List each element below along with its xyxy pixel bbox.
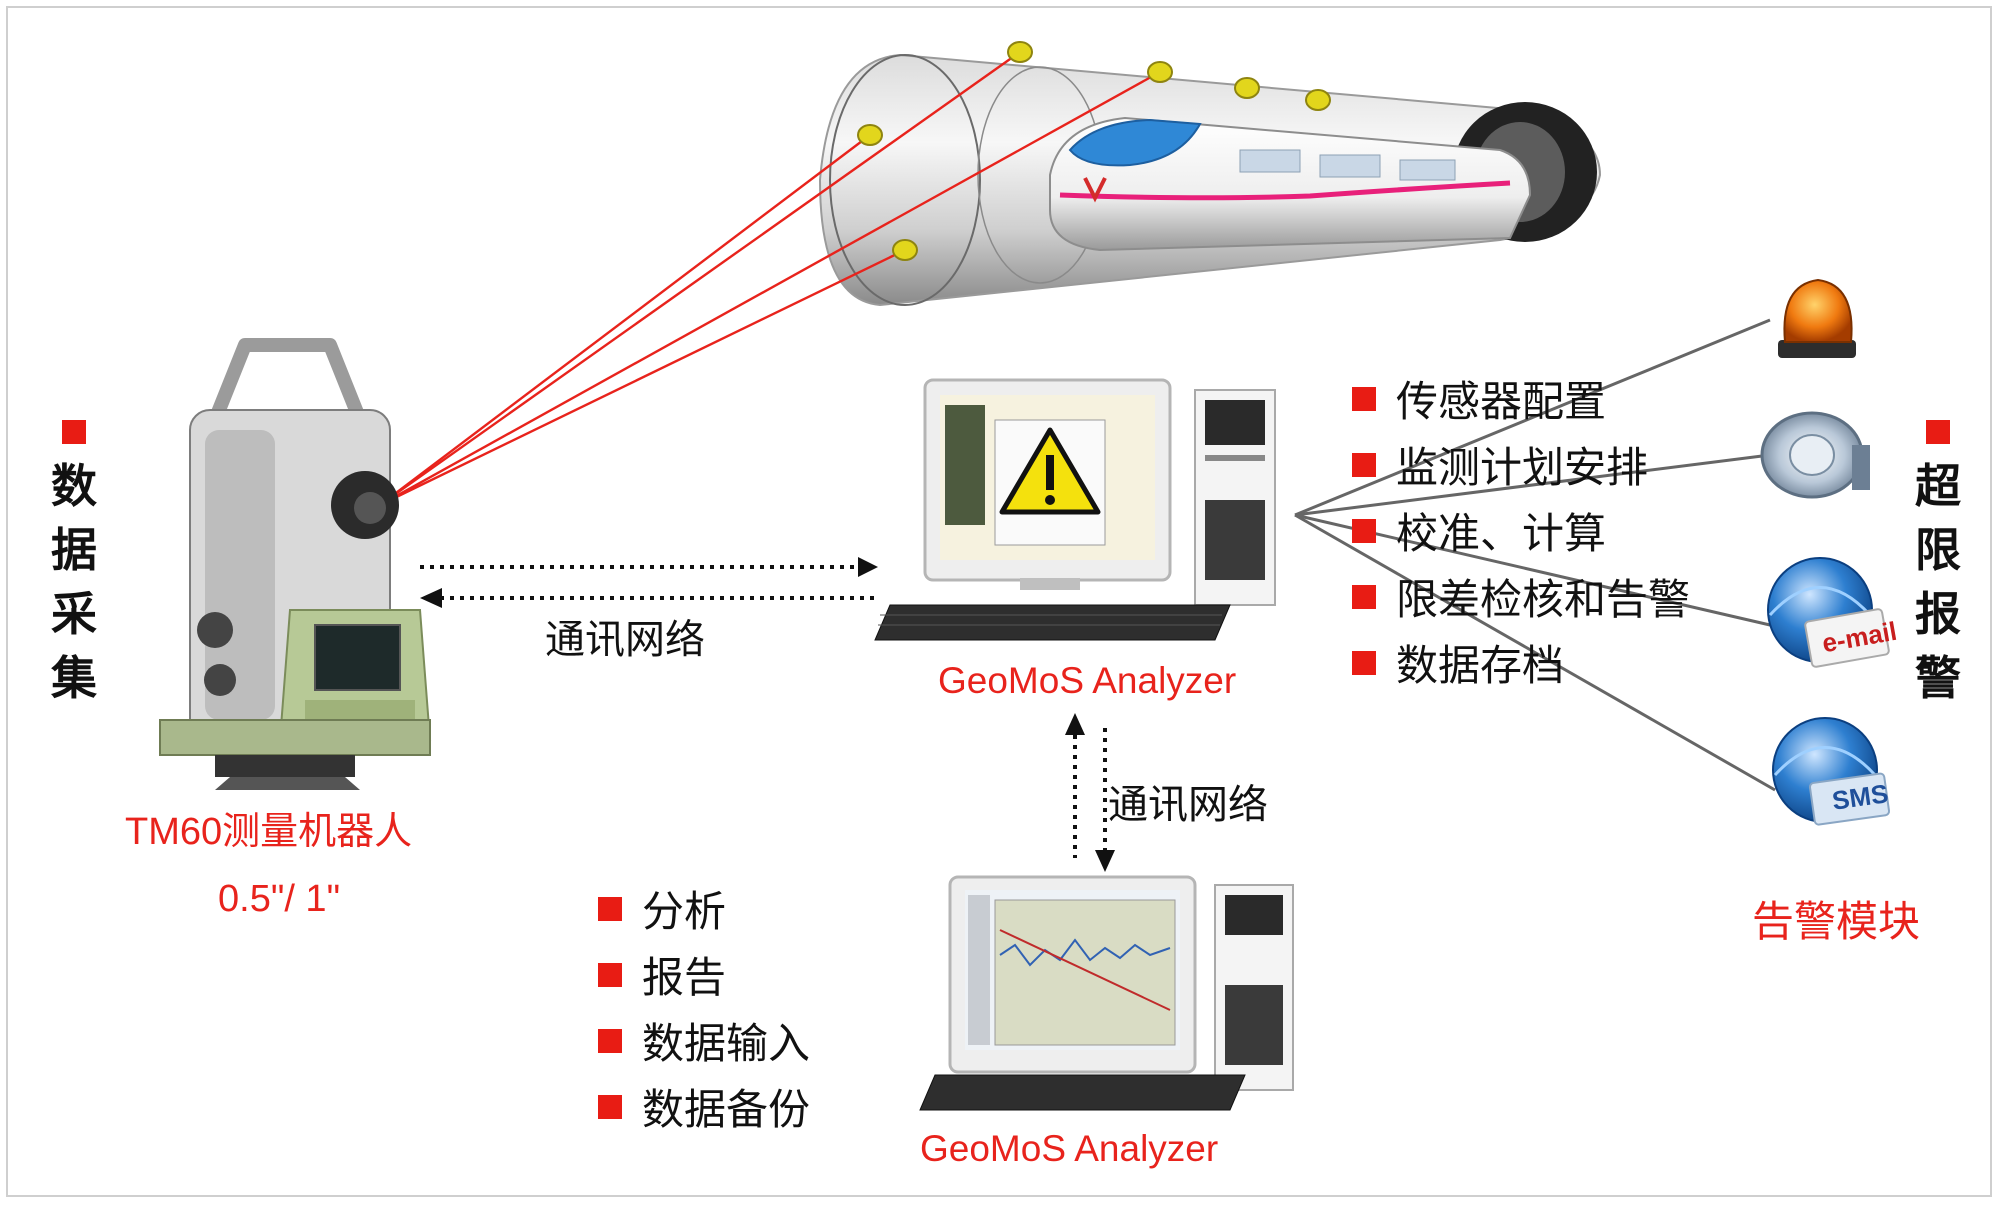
robot-name: TM60测量机器人 bbox=[125, 800, 412, 855]
arrowhead-right bbox=[858, 557, 878, 577]
label-char: 集 bbox=[44, 646, 104, 710]
analyzer-top-label: GeoMoS Analyzer bbox=[938, 660, 1236, 702]
computer-bottom-illustration bbox=[920, 877, 1293, 1110]
beacon-icon bbox=[1778, 280, 1856, 358]
function-item: 报告 bbox=[598, 944, 726, 1005]
label-char: 据 bbox=[44, 518, 104, 582]
arrowhead-down bbox=[1095, 850, 1115, 872]
function-item-text: 限差检核和告警 bbox=[1396, 566, 1690, 627]
bullet-square bbox=[1352, 519, 1376, 543]
bullet-square bbox=[1352, 585, 1376, 609]
arrowhead-left bbox=[420, 588, 442, 608]
bullet-square bbox=[62, 420, 86, 444]
bullet-square bbox=[598, 1095, 622, 1119]
over-limit-alarm-label: 超 限 报 警 bbox=[1908, 420, 1968, 710]
bullet-square bbox=[1352, 651, 1376, 675]
alarm-module-label: 告警模块 bbox=[1752, 888, 1920, 949]
function-item-text: 数据输入 bbox=[642, 1010, 810, 1071]
function-item-text: 分析 bbox=[642, 878, 726, 939]
network-label-vertical: 通讯网络 bbox=[1108, 772, 1268, 830]
function-item-text: 数据存档 bbox=[1396, 632, 1564, 693]
siren-icon bbox=[1762, 413, 1870, 497]
tunnel-illustration bbox=[820, 55, 1600, 305]
function-item-text: 数据备份 bbox=[642, 1076, 810, 1137]
horizontal-network-arrows bbox=[420, 567, 880, 598]
computer-top-illustration bbox=[875, 380, 1275, 640]
label-char: 限 bbox=[1908, 518, 1968, 582]
label-char: 采 bbox=[44, 582, 104, 646]
function-item: 数据输入 bbox=[598, 1010, 810, 1071]
arrowhead-up bbox=[1065, 713, 1085, 735]
function-item: 分析 bbox=[598, 878, 726, 939]
bullet-square bbox=[598, 897, 622, 921]
label-char: 警 bbox=[1908, 646, 1968, 710]
bullet-square bbox=[1352, 387, 1376, 411]
data-collection-label: 数 据 采 集 bbox=[44, 420, 104, 710]
bullet-square bbox=[598, 1029, 622, 1053]
function-item: 传感器配置 bbox=[1352, 368, 1606, 429]
function-item: 校准、计算 bbox=[1352, 500, 1606, 561]
bullet-square bbox=[598, 963, 622, 987]
analyzer-bottom-label: GeoMoS Analyzer bbox=[920, 1128, 1218, 1170]
function-item-text: 传感器配置 bbox=[1396, 368, 1606, 429]
function-item: 数据存档 bbox=[1352, 632, 1564, 693]
total-station-illustration bbox=[160, 345, 430, 790]
function-item: 限差检核和告警 bbox=[1352, 566, 1690, 627]
robot-accuracy: 0.5"/ 1" bbox=[218, 878, 340, 921]
label-char: 数 bbox=[44, 454, 104, 518]
function-item-text: 校准、计算 bbox=[1396, 500, 1606, 561]
function-item: 数据备份 bbox=[598, 1076, 810, 1137]
label-char: 超 bbox=[1908, 454, 1968, 518]
function-item-text: 报告 bbox=[642, 944, 726, 1005]
label-char: 报 bbox=[1908, 582, 1968, 646]
bullet-square bbox=[1352, 453, 1376, 477]
bullet-square bbox=[1926, 420, 1950, 444]
function-item: 监测计划安排 bbox=[1352, 434, 1648, 495]
vertical-network-arrows bbox=[1075, 728, 1105, 858]
function-item-text: 监测计划安排 bbox=[1396, 434, 1648, 495]
network-label-horizontal: 通讯网络 bbox=[545, 607, 705, 665]
